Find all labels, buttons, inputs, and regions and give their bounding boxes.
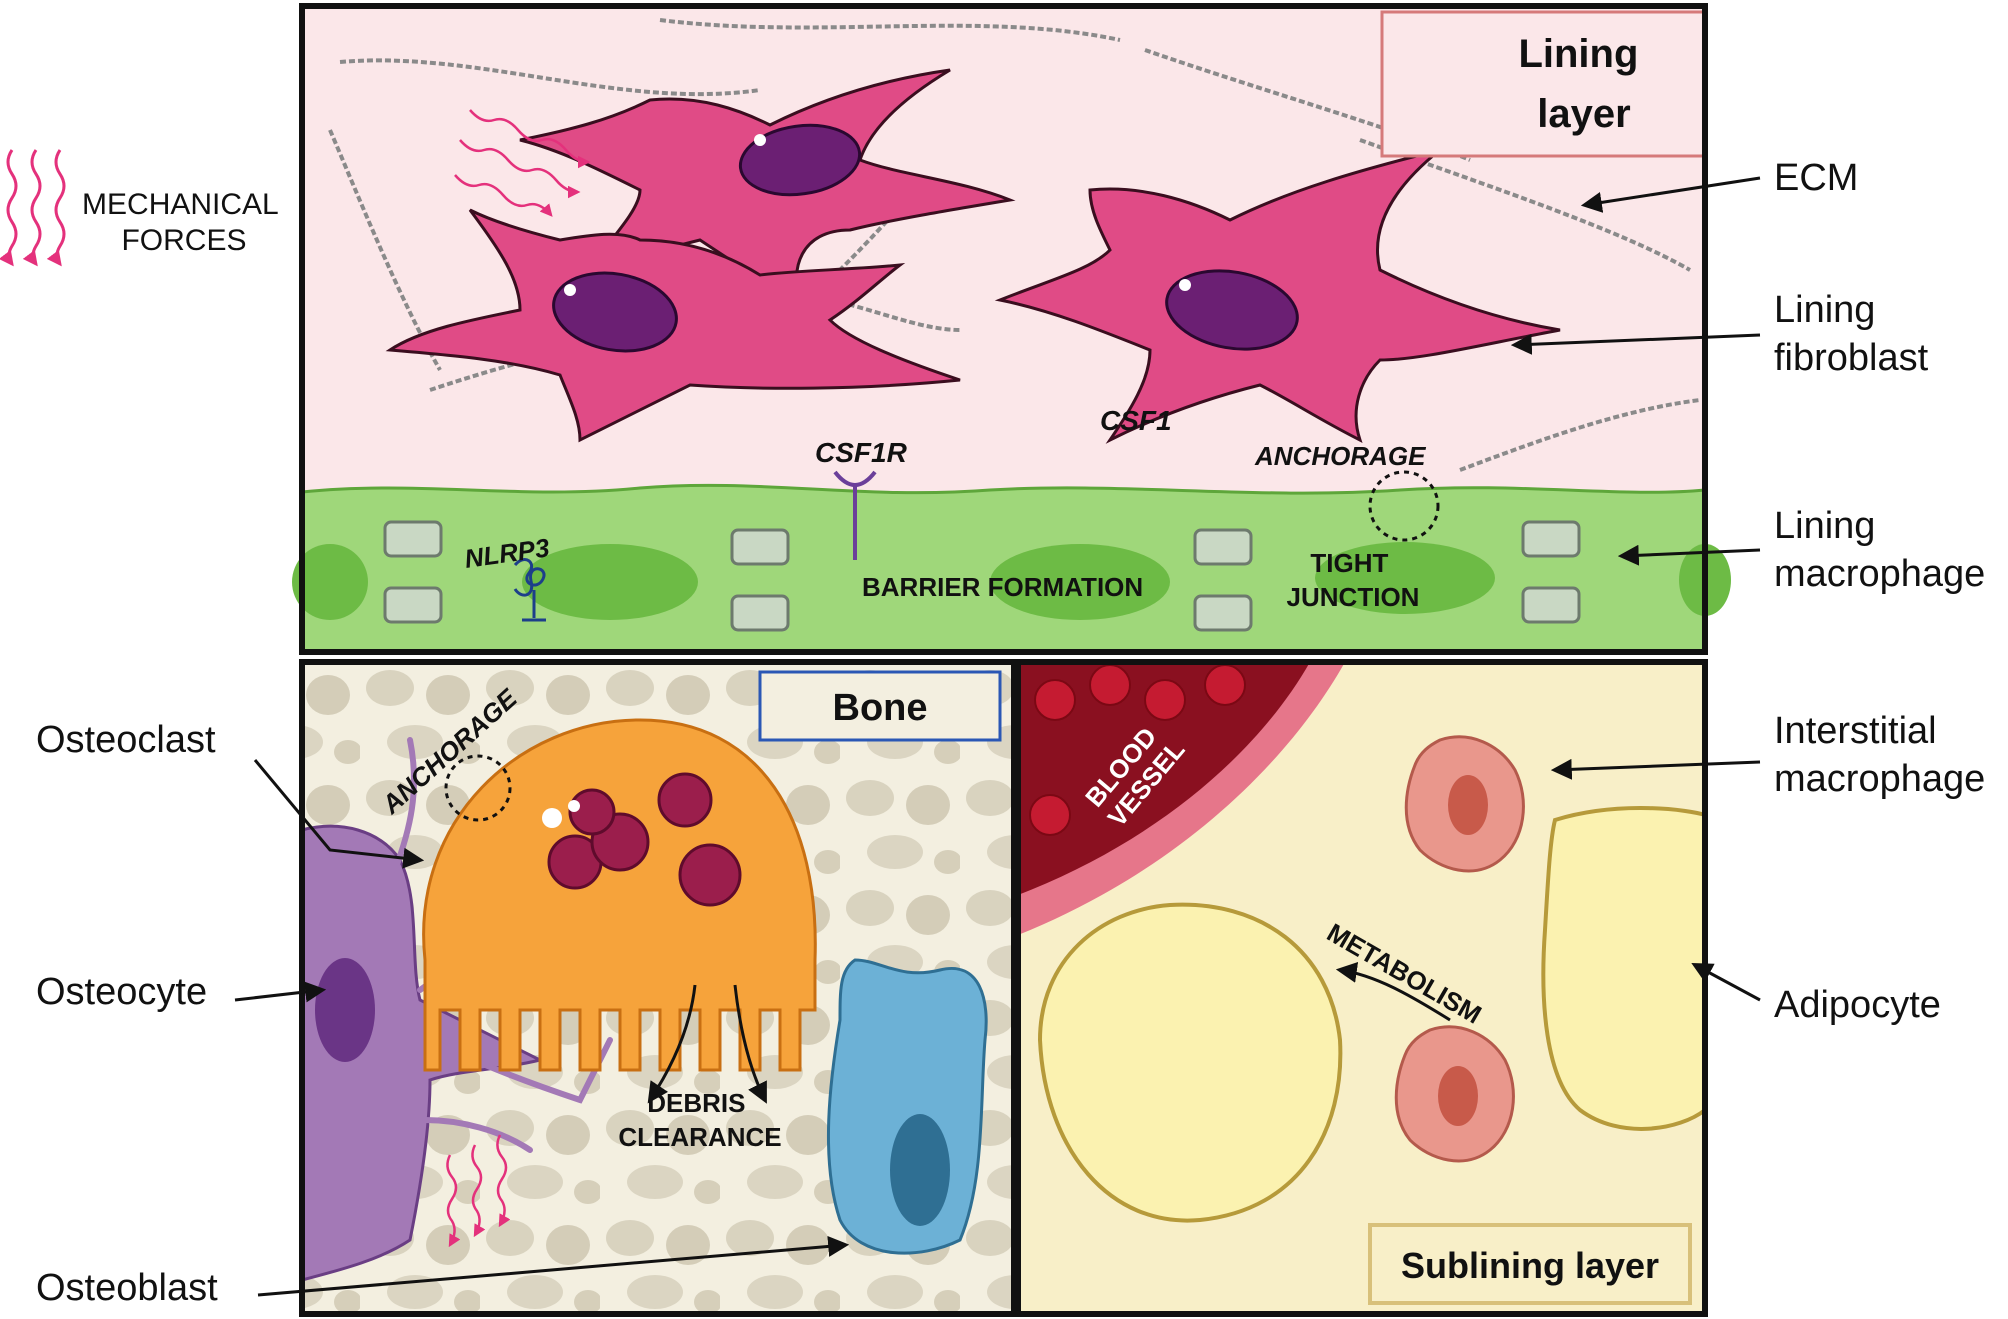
- interstitial-macrophage-nucleus-1: [1448, 775, 1488, 835]
- osteocyte-label: Osteocyte: [36, 971, 207, 1013]
- bone-title-box: [758, 670, 1002, 742]
- bone-title: Bone: [833, 687, 928, 729]
- anchorage-circle-lining: [1368, 470, 1440, 542]
- mechanical-forces-label: MECHANICAL FORCES: [82, 188, 286, 257]
- debris-arrow-right: [733, 984, 767, 1104]
- adipocyte-cell-1: [1037, 902, 1343, 1223]
- adipocyte-cell-2: [1541, 806, 1707, 1131]
- sublining-panel-border: [1015, 659, 1708, 1317]
- lining-layer-panel: Lining layer CSF1 CSF1R NLRP3 ANCHORAGE …: [292, 6, 1731, 654]
- lining-layer-title-box: [1380, 10, 1708, 158]
- ecm-label: ECM: [1774, 157, 1858, 199]
- tight-junction-label: TIGHT JUNCTION: [1287, 548, 1420, 612]
- csf1r-label: CSF1R: [815, 437, 908, 468]
- lining-fibroblast-label: Lining fibroblast: [1774, 289, 1929, 379]
- barrier-formation-label: BARRIER FORMATION: [862, 572, 1143, 602]
- interstitial-macrophage-label: Interstitial macrophage: [1774, 710, 1985, 800]
- metabolism-arrow: [1335, 961, 1451, 1022]
- osteoclast-cell: [422, 718, 817, 1072]
- bone-panel-border: [299, 659, 1017, 1317]
- nlrp3-inflammasome-icon: [513, 558, 546, 622]
- csf1-label: CSF1: [1100, 405, 1172, 436]
- fibroblast-nuclei: [552, 123, 1299, 353]
- osteoclast-label: Osteoclast: [36, 719, 216, 761]
- osteocyte-nucleus: [315, 958, 375, 1062]
- lining-fibroblast-cells: [385, 68, 1561, 444]
- csf1r-receptor-icon: [833, 470, 877, 560]
- osteoclast-nuclei: [547, 772, 742, 907]
- tight-junction-icons: [383, 520, 1581, 632]
- mechanical-force-arrows-bone: [446, 1134, 511, 1248]
- mechanical-force-arrows-lining: [454, 109, 591, 217]
- lining-macrophage-label: Lining macrophage: [1774, 505, 1985, 595]
- bone-panel: Bone ANCHORAGE DEBRIS CLEARANCE: [300, 662, 1014, 1314]
- anchorage-circle-bone: [444, 754, 512, 822]
- sublining-panel: BLOOD VESSEL METABOLISM Sublining layer: [1018, 662, 1707, 1314]
- mechanical-forces-icon: [0, 149, 66, 267]
- anchorage-label-lining: ANCHORAGE: [1254, 441, 1426, 471]
- debris-arrow-left: [647, 984, 697, 1104]
- adipocyte-label: Adipocyte: [1774, 984, 1941, 1026]
- macrophage-nuclei: [292, 542, 1731, 620]
- osteoblast-label: Osteoblast: [36, 1267, 218, 1309]
- sublining-title: Sublining layer: [1401, 1245, 1659, 1286]
- debris-clearance-label: DEBRIS CLEARANCE: [618, 1088, 781, 1152]
- sublining-title-box: [1368, 1223, 1692, 1305]
- right-pointer-arrows: [1510, 176, 1761, 1002]
- osteoblast-nucleus: [890, 1114, 950, 1226]
- lining-layer-border: [299, 3, 1708, 655]
- left-pointer-arrows: [234, 759, 850, 1297]
- interstitial-macrophage-nucleus-2: [1438, 1066, 1478, 1126]
- lining-layer-title: Lining layer: [1518, 32, 1649, 136]
